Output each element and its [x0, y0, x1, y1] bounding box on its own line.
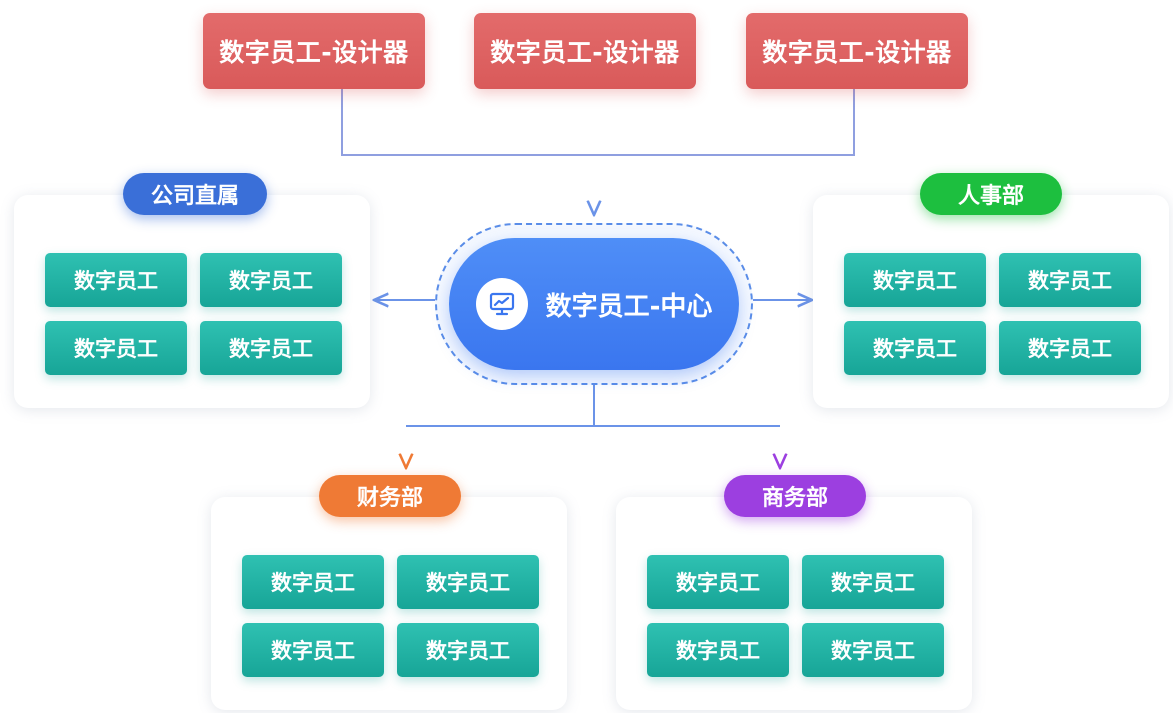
- employee-grid: 数字员工 数字员工 数字员工 数字员工: [242, 555, 539, 677]
- department-business: 数字员工 数字员工 数字员工 数字员工: [616, 497, 972, 710]
- employee-card: 数字员工: [242, 623, 384, 677]
- center-node: 数字员工-中心: [449, 238, 739, 370]
- employee-card: 数字员工: [802, 623, 944, 677]
- designer-box: 数字员工-设计器: [203, 13, 425, 89]
- employee-grid: 数字员工 数字员工 数字员工 数字员工: [45, 253, 342, 375]
- center-label: 数字员工-中心: [545, 291, 713, 322]
- employee-card: 数字员工: [647, 623, 789, 677]
- employee-card: 数字员工: [397, 623, 539, 677]
- employee-card: 数字员工: [45, 321, 187, 375]
- employee-card: 数字员工: [45, 253, 187, 307]
- employee-card: 数字员工: [844, 253, 986, 307]
- department-finance: 数字员工 数字员工 数字员工 数字员工: [211, 497, 567, 710]
- connector-designer-left: [341, 89, 594, 156]
- department-hr: 数字员工 数字员工 数字员工 数字员工: [813, 195, 1169, 408]
- designer-label: 数字员工-设计器: [762, 38, 952, 67]
- employee-grid: 数字员工 数字员工 数字员工 数字员工: [844, 253, 1141, 375]
- employee-grid: 数字员工 数字员工 数字员工 数字员工: [647, 555, 944, 677]
- employee-card: 数字员工: [200, 253, 342, 307]
- department-badge-business: 商务部: [724, 475, 866, 517]
- presentation-chart-icon: [475, 278, 528, 330]
- employee-card: 数字员工: [200, 321, 342, 375]
- employee-card: 数字员工: [999, 321, 1141, 375]
- employee-card: 数字员工: [802, 555, 944, 609]
- department-badge-finance: 财务部: [319, 475, 461, 517]
- employee-card: 数字员工: [397, 555, 539, 609]
- department-direct: 数字员工 数字员工 数字员工 数字员工: [14, 195, 370, 408]
- designer-label: 数字员工-设计器: [219, 38, 409, 67]
- department-badge-direct: 公司直属: [123, 173, 267, 215]
- employee-card: 数字员工: [844, 321, 986, 375]
- designer-box: 数字员工-设计器: [746, 13, 968, 89]
- employee-card: 数字员工: [242, 555, 384, 609]
- employee-card: 数字员工: [999, 253, 1141, 307]
- designer-box: 数字员工-设计器: [474, 13, 696, 89]
- employee-card: 数字员工: [647, 555, 789, 609]
- department-badge-hr: 人事部: [920, 173, 1062, 215]
- designer-label: 数字员工-设计器: [490, 38, 680, 67]
- connector-designer-right: [594, 89, 855, 156]
